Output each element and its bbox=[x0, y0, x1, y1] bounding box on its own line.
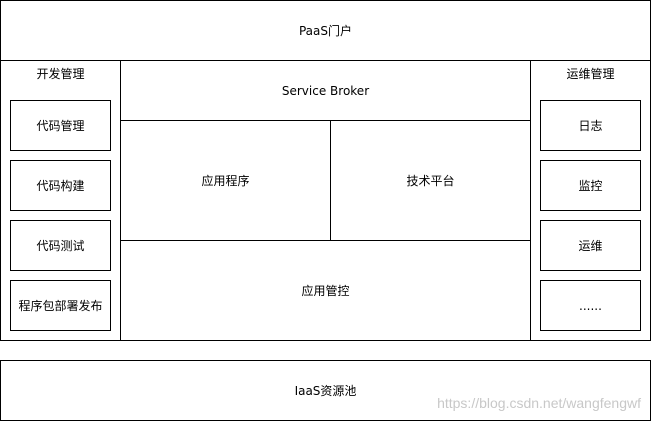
dev-item-label: 代码构建 bbox=[36, 179, 85, 193]
iaas-pool-box: IaaS资源池 bbox=[0, 360, 651, 421]
ops-item-more: ...... bbox=[540, 280, 641, 331]
dev-management-title: 开发管理 bbox=[36, 67, 85, 81]
ops-item-logs: 日志 bbox=[540, 100, 641, 151]
dev-item-code-management: 代码管理 bbox=[10, 100, 111, 151]
tech-platform-box: 技术平台 bbox=[330, 120, 531, 241]
application-box: 应用程序 bbox=[120, 120, 331, 241]
ops-item-operations: 运维 bbox=[540, 220, 641, 271]
ops-item-label: 日志 bbox=[578, 119, 603, 133]
dev-item-label: 代码管理 bbox=[36, 119, 85, 133]
dev-item-code-build: 代码构建 bbox=[10, 160, 111, 211]
paas-portal-box: PaaS门户 bbox=[0, 0, 651, 61]
dev-item-label: 程序包部署发布 bbox=[18, 299, 103, 313]
watermark-text: https://blog.csdn.net/wangfengwf bbox=[437, 395, 641, 411]
dev-item-code-test: 代码测试 bbox=[10, 220, 111, 271]
service-broker-label: Service Broker bbox=[281, 83, 370, 98]
service-broker-box: Service Broker bbox=[120, 60, 531, 121]
dev-item-label: 代码测试 bbox=[36, 239, 85, 253]
app-control-box: 应用管控 bbox=[120, 240, 531, 341]
ops-item-label: 运维 bbox=[578, 239, 603, 253]
ops-item-label: 监控 bbox=[578, 179, 603, 193]
ops-item-monitoring: 监控 bbox=[540, 160, 641, 211]
tech-platform-label: 技术平台 bbox=[406, 174, 455, 188]
dev-item-package-deploy: 程序包部署发布 bbox=[10, 280, 111, 331]
application-label: 应用程序 bbox=[201, 174, 250, 188]
paas-portal-label: PaaS门户 bbox=[298, 24, 353, 38]
ops-management-title: 运维管理 bbox=[566, 67, 615, 81]
iaas-pool-label: IaaS资源池 bbox=[294, 384, 357, 398]
ops-item-label: ...... bbox=[579, 298, 602, 313]
app-control-label: 应用管控 bbox=[301, 284, 350, 298]
